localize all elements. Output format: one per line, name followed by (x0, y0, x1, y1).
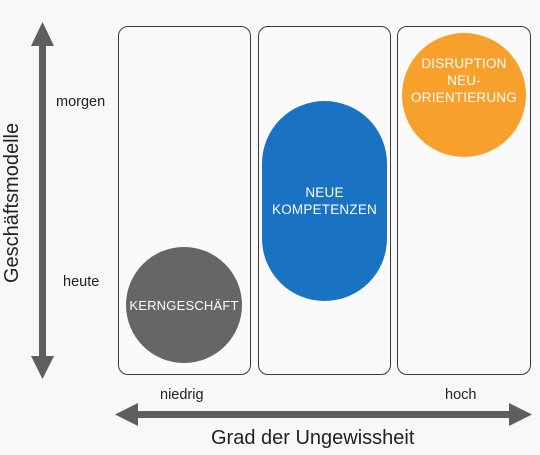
y-axis-title: Geschäftsmodelle (1, 122, 23, 283)
y-axis-arrow (31, 22, 54, 379)
y-tick-morgen: morgen (56, 94, 106, 110)
x-tick-niedrig: niedrig (160, 387, 204, 403)
x-axis-arrow (115, 403, 532, 426)
kerngeschaeft-circle: KERNGESCHÄFT (126, 247, 242, 363)
disruption-circle: DISRUPTION NEU- ORIENTIERUNG (402, 33, 526, 157)
y-tick-heute: heute (63, 274, 100, 290)
x-tick-hoch: hoch (445, 387, 477, 403)
neue-kompetenzen-pill: NEUE KOMPETENZEN (262, 101, 387, 301)
x-axis-title: Grad der Ungewissheit (211, 427, 415, 449)
